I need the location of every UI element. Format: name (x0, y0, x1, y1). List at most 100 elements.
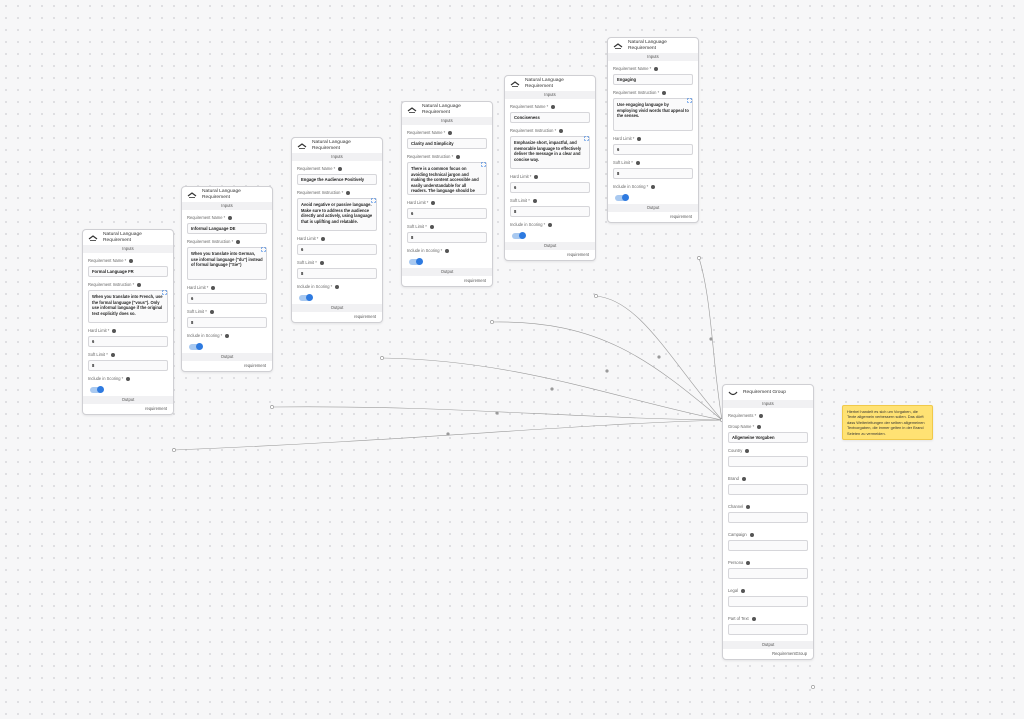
info-icon[interactable] (637, 136, 642, 141)
info-icon[interactable] (110, 352, 115, 357)
output-port-label[interactable]: requirement (670, 214, 692, 219)
info-icon[interactable] (137, 282, 142, 287)
info-icon[interactable] (749, 532, 754, 537)
requirement-instruction-textarea[interactable]: Use engaging language by employing vivid… (613, 98, 693, 131)
group-name-input[interactable]: Allgemeine Vorgaben (728, 432, 808, 443)
requirement-name-input[interactable]: Informal Language DE (187, 223, 267, 234)
soft-limit-input[interactable]: 8 (510, 206, 590, 217)
info-icon[interactable] (548, 222, 553, 227)
hard-limit-input[interactable]: 6 (297, 244, 377, 255)
requirement-node-engaging[interactable]: Natural Language Requirement Inputs Requ… (607, 37, 699, 223)
expand-icon[interactable] (371, 198, 376, 203)
requirement-node-clarity[interactable]: Natural Language Requirement Inputs Requ… (401, 101, 493, 287)
hard-limit-input[interactable]: 6 (187, 293, 267, 304)
info-icon[interactable] (757, 424, 762, 429)
expand-icon[interactable] (687, 98, 692, 103)
info-icon[interactable] (335, 284, 340, 289)
requirement-group-node[interactable]: Requirement Group Inputs Requirements * … (722, 384, 814, 660)
part-of-text-input[interactable] (728, 624, 808, 635)
output-port-label[interactable]: requirement (354, 314, 376, 319)
include-scoring-toggle[interactable] (512, 232, 526, 239)
info-icon[interactable] (741, 476, 746, 481)
output-port-label[interactable]: requirement (464, 278, 486, 283)
include-scoring-toggle[interactable] (90, 386, 104, 393)
hard-limit-input[interactable]: 6 (88, 336, 168, 347)
output-port-label[interactable]: requirement (244, 363, 266, 368)
node-header[interactable]: Natural Language Requirement (83, 230, 173, 245)
info-icon[interactable] (129, 258, 134, 263)
country-input[interactable] (728, 456, 808, 467)
node-header[interactable]: Natural Language Requirement (402, 102, 492, 117)
requirement-instruction-textarea[interactable]: When you translate into French, use the … (88, 290, 168, 323)
requirement-node-informal-de[interactable]: Natural Language Requirement Inputs Requ… (181, 186, 273, 372)
info-icon[interactable] (759, 413, 764, 418)
requirement-name-input[interactable]: Engage the Audience Positively (297, 174, 377, 185)
info-icon[interactable] (534, 174, 539, 179)
node-header[interactable]: Natural Language Requirement (292, 138, 382, 153)
hard-limit-input[interactable]: 6 (510, 182, 590, 193)
output-port-label[interactable]: requirement (145, 406, 167, 411)
node-header[interactable]: Natural Language Requirement (608, 38, 698, 53)
include-scoring-toggle[interactable] (615, 194, 629, 201)
node-header[interactable]: Natural Language Requirement (182, 187, 272, 202)
output-port-label[interactable]: requirement (567, 252, 589, 257)
requirement-name-input[interactable]: Conciseness (510, 112, 590, 123)
include-scoring-toggle[interactable] (409, 258, 423, 265)
sticky-note[interactable]: Hierbei handelt es sich um Vorgaben, die… (842, 405, 933, 440)
persona-input[interactable] (728, 568, 808, 579)
output-port-label[interactable]: RequirementGroup (772, 651, 807, 656)
expand-icon[interactable] (162, 290, 167, 295)
soft-limit-input[interactable]: 8 (297, 268, 377, 279)
requirement-name-input[interactable]: Clarity and Simplicity (407, 138, 487, 149)
info-icon[interactable] (751, 616, 756, 621)
info-icon[interactable] (635, 160, 640, 165)
hard-limit-input[interactable]: 6 (407, 208, 487, 219)
expand-icon[interactable] (584, 136, 589, 141)
info-icon[interactable] (448, 130, 453, 135)
brand-input[interactable] (728, 484, 808, 495)
info-icon[interactable] (346, 190, 351, 195)
info-icon[interactable] (445, 248, 450, 253)
include-scoring-toggle[interactable] (189, 343, 203, 350)
expand-icon[interactable] (261, 247, 266, 252)
info-icon[interactable] (236, 239, 241, 244)
info-icon[interactable] (431, 200, 436, 205)
info-icon[interactable] (225, 333, 230, 338)
legal-input[interactable] (728, 596, 808, 607)
info-icon[interactable] (654, 66, 659, 71)
requirement-name-input[interactable]: Formal Language FR (88, 266, 168, 277)
info-icon[interactable] (429, 224, 434, 229)
info-icon[interactable] (319, 260, 324, 265)
requirement-name-input[interactable]: Engaging (613, 74, 693, 85)
info-icon[interactable] (532, 198, 537, 203)
info-icon[interactable] (662, 90, 667, 95)
expand-icon[interactable] (481, 162, 486, 167)
info-icon[interactable] (746, 504, 751, 509)
requirement-instruction-textarea[interactable]: When you translate into German, use info… (187, 247, 267, 280)
node-header[interactable]: Natural Language Requirement (505, 76, 595, 91)
campaign-input[interactable] (728, 540, 808, 551)
hard-limit-input[interactable]: 6 (613, 144, 693, 155)
requirement-instruction-textarea[interactable]: There is a common focus on avoiding tech… (407, 162, 487, 195)
info-icon[interactable] (321, 236, 326, 241)
info-icon[interactable] (559, 128, 564, 133)
requirement-node-engage-audience[interactable]: Natural Language Requirement Inputs Requ… (291, 137, 383, 323)
include-scoring-toggle[interactable] (299, 294, 313, 301)
soft-limit-input[interactable]: 8 (407, 232, 487, 243)
info-icon[interactable] (126, 376, 131, 381)
info-icon[interactable] (209, 309, 214, 314)
info-icon[interactable] (551, 104, 556, 109)
requirement-node-formal-fr[interactable]: Natural Language Requirement Inputs Requ… (82, 229, 174, 415)
requirement-instruction-textarea[interactable]: Emphasize short, impactful, and memorabl… (510, 136, 590, 169)
info-icon[interactable] (746, 560, 751, 565)
soft-limit-input[interactable]: 8 (88, 360, 168, 371)
info-icon[interactable] (741, 588, 746, 593)
soft-limit-input[interactable]: 8 (613, 168, 693, 179)
info-icon[interactable] (211, 285, 216, 290)
node-header[interactable]: Requirement Group (723, 385, 813, 400)
info-icon[interactable] (651, 184, 656, 189)
requirement-instruction-textarea[interactable]: Avoid negative or passive language. Make… (297, 198, 377, 231)
info-icon[interactable] (745, 448, 750, 453)
channel-input[interactable] (728, 512, 808, 523)
info-icon[interactable] (338, 166, 343, 171)
